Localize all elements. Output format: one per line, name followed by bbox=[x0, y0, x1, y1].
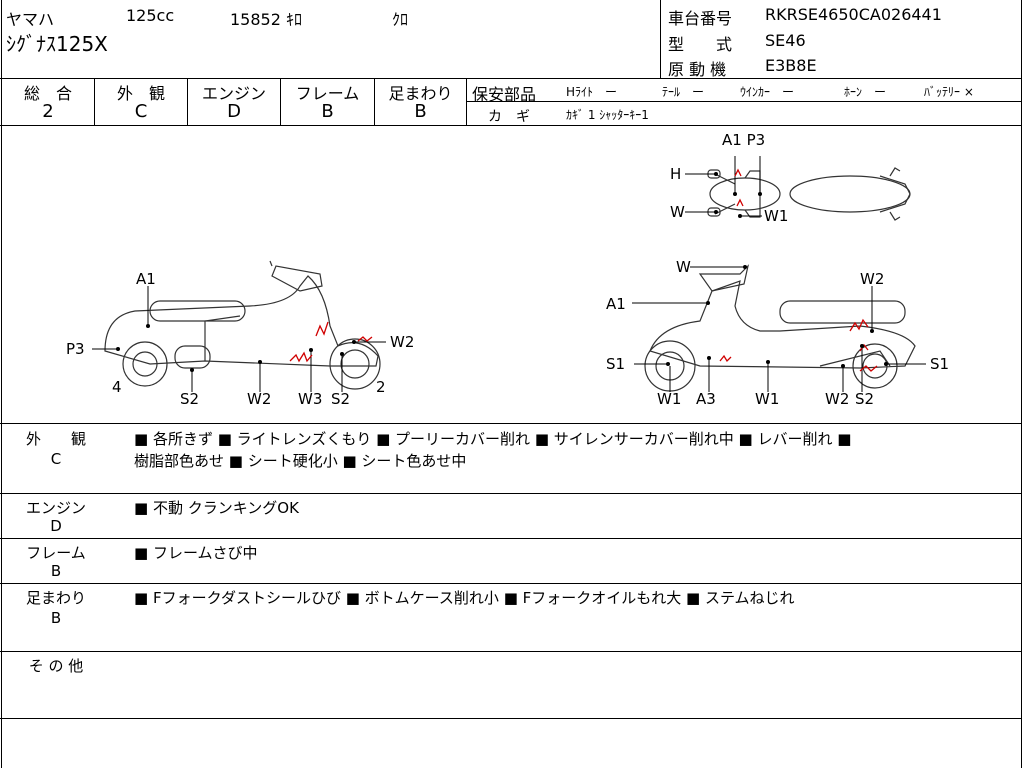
security-item-winker: ｳｲﾝｶｰ ー bbox=[740, 85, 795, 99]
grade-exterior-label: 外 観 bbox=[116, 84, 165, 103]
grade-engine-label: エンジン bbox=[201, 84, 266, 103]
key-label: カ ギ bbox=[488, 109, 530, 125]
engine-model-value: E3B8E bbox=[765, 56, 817, 75]
maker: ヤマハ bbox=[6, 10, 55, 29]
grade-col-2 bbox=[187, 78, 188, 125]
label-right-s1-a: S1 bbox=[606, 355, 626, 373]
displacement: 125cc bbox=[126, 6, 175, 25]
note-other-label: そ の 他 bbox=[28, 657, 84, 675]
label-left-p3: P3 bbox=[66, 340, 85, 358]
model-name: ｼｸﾞﾅｽ125X bbox=[6, 32, 108, 56]
header-vertical-divider bbox=[660, 0, 661, 78]
label-top-w: W bbox=[670, 203, 685, 221]
grade-overall-value: 2 bbox=[42, 101, 54, 122]
security-parts-label: 保安部品 bbox=[472, 85, 537, 104]
grade-exterior-value: C bbox=[134, 101, 148, 122]
note-exterior-line2: 樹脂部色あせ ■ シート硬化小 ■ シート色あせ中 bbox=[134, 452, 467, 470]
label-right-w1-a: W1 bbox=[657, 390, 682, 408]
label-left-s2-a: S2 bbox=[180, 390, 200, 408]
label-left-s2-b: S2 bbox=[331, 390, 351, 408]
label-left-w3: W3 bbox=[298, 390, 323, 408]
label-right-s1-b: S1 bbox=[930, 355, 950, 373]
label-right-w2-a: W2 bbox=[825, 390, 850, 408]
grade-col-4 bbox=[374, 78, 375, 125]
type-label: 型 式 bbox=[668, 35, 733, 54]
color: ｸﾛ bbox=[392, 10, 409, 29]
label-left-a1: A1 bbox=[136, 270, 156, 288]
label-right-a1: A1 bbox=[606, 295, 626, 313]
notes-divider-1 bbox=[0, 493, 1022, 494]
grade-frame-value: B bbox=[321, 101, 334, 122]
note-frame-grade: B bbox=[50, 562, 62, 580]
notes-divider-2 bbox=[0, 538, 1022, 539]
security-item-battery: ﾊﾞｯﾃﾘｰ × bbox=[924, 85, 974, 99]
damage-marks bbox=[289, 168, 878, 372]
damage-dots bbox=[116, 172, 888, 372]
grade-col-3 bbox=[280, 78, 281, 125]
right-border bbox=[1021, 0, 1022, 768]
label-right-s2: S2 bbox=[855, 390, 875, 408]
grade-col-1 bbox=[94, 78, 95, 125]
type-value: SE46 bbox=[765, 31, 806, 50]
note-exterior-grade: C bbox=[50, 450, 62, 468]
right-side-scooter-drawing bbox=[644, 264, 916, 392]
note-engine-grade: D bbox=[50, 517, 62, 535]
label-right-a3: A3 bbox=[696, 390, 716, 408]
label-top-w1: W1 bbox=[764, 207, 789, 225]
grade-frame-label: フレーム bbox=[295, 84, 360, 103]
header-divider bbox=[0, 78, 1022, 79]
label-left-w2: W2 bbox=[247, 390, 272, 408]
grade-suspension-label: 足まわり bbox=[388, 84, 453, 103]
frame-no-label: 車台番号 bbox=[668, 9, 733, 28]
security-item-headlight: Hﾗｲﾄ ー bbox=[566, 85, 618, 99]
label-top-h: H bbox=[670, 165, 682, 183]
label-left-w2-b: W2 bbox=[390, 333, 415, 351]
label-right-w2-b: W2 bbox=[860, 270, 885, 288]
grade-col-5 bbox=[466, 78, 467, 125]
key-value: ｶｷﾞ 1 ｼｬｯﾀｰｷｰ1 bbox=[566, 108, 649, 122]
notes-divider-4 bbox=[0, 651, 1022, 652]
note-suspension-grade: B bbox=[50, 609, 62, 627]
grade-suspension-value: B bbox=[414, 101, 427, 122]
grade-divider bbox=[0, 125, 1022, 126]
label-top-a1-p3: A1 P3 bbox=[722, 131, 766, 149]
left-side-scooter-drawing bbox=[104, 260, 381, 390]
engine-model-label: 原 動 機 bbox=[668, 60, 727, 79]
grade-overall-label: 総 合 bbox=[23, 84, 72, 103]
left-border bbox=[1, 0, 2, 768]
scooter-diagrams bbox=[92, 156, 926, 392]
label-right-w1-b: W1 bbox=[755, 390, 780, 408]
note-suspension-line1: ■ Fフォークダストシールひび ■ ボトムケース削れ小 ■ Fフォークオイルもれ… bbox=[134, 589, 795, 607]
label-right-w: W bbox=[676, 258, 691, 276]
notes-divider-3 bbox=[0, 583, 1022, 584]
grade-engine-value: D bbox=[227, 101, 241, 122]
diagram-divider bbox=[0, 423, 1022, 424]
label-left-4: 4 bbox=[112, 378, 122, 396]
security-item-horn: ﾎｰﾝ ー bbox=[844, 85, 887, 99]
note-exterior-label: 外 観 bbox=[25, 430, 86, 448]
top-view-scooter-drawing bbox=[707, 167, 911, 221]
label-left-2: 2 bbox=[376, 378, 386, 396]
mileage: 15852 ｷﾛ bbox=[230, 10, 302, 29]
frame-no: RKRSE4650CA026441 bbox=[765, 5, 942, 24]
notes-divider-5 bbox=[0, 718, 1022, 719]
note-engine-label: エンジン bbox=[25, 499, 86, 517]
note-engine-line1: ■ 不動 クランキングOK bbox=[134, 499, 299, 517]
security-divider bbox=[466, 101, 1022, 102]
note-frame-line1: ■ フレームさび中 bbox=[134, 544, 258, 562]
security-item-tail: ﾃｰﾙ ー bbox=[662, 85, 705, 99]
note-exterior-line1: ■ 各所きず ■ ライトレンズくもり ■ プーリーカバー削れ ■ サイレンサーカ… bbox=[134, 430, 852, 448]
note-suspension-label: 足まわり bbox=[25, 589, 86, 607]
note-frame-label: フレーム bbox=[26, 544, 86, 562]
